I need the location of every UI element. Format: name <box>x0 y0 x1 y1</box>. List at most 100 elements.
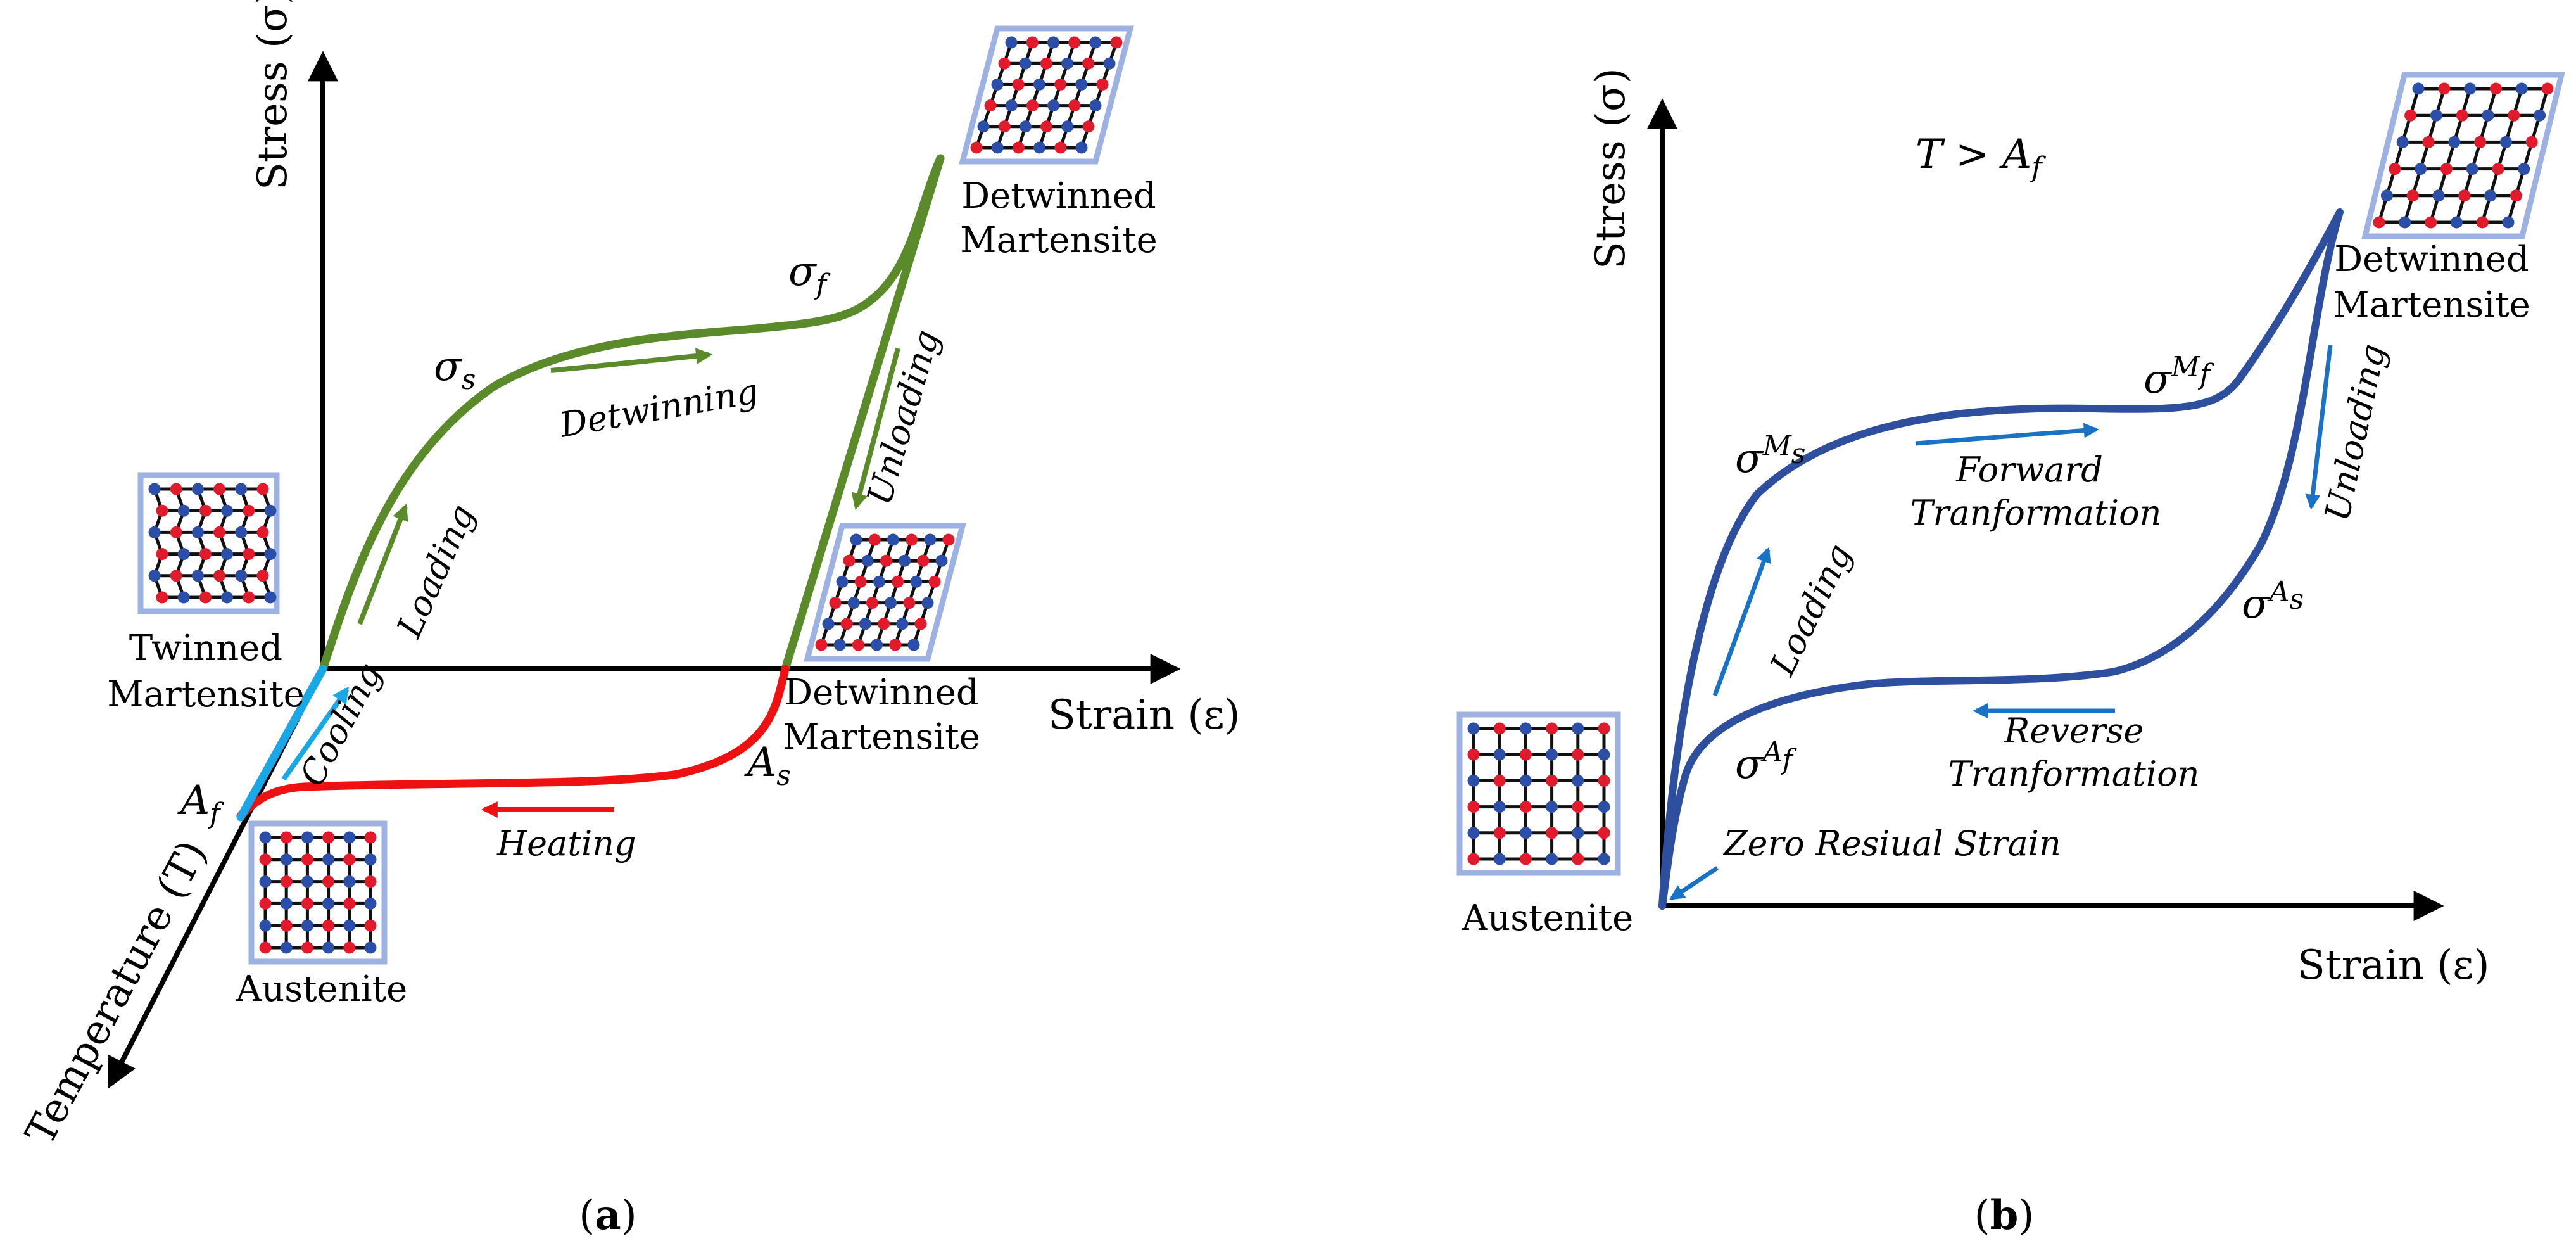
red-atom <box>1096 78 1109 91</box>
detwinned-martensite-crystal-top <box>959 25 1134 165</box>
sigma-s-label: σs <box>434 343 476 396</box>
red-atom <box>2389 163 2401 175</box>
blue-atom <box>1019 120 1032 133</box>
red-atom <box>322 875 335 888</box>
blue-atom <box>1519 722 1532 735</box>
red-atom <box>2458 189 2471 202</box>
red-atom <box>1054 141 1067 154</box>
detwinned-bottom-label-line2: Martensite <box>783 716 980 758</box>
red-atom <box>840 618 853 630</box>
cooling-label: Cooling <box>292 656 389 792</box>
red-atom <box>243 504 255 517</box>
red-atom <box>364 919 377 932</box>
red-atom <box>1467 853 1480 865</box>
red-atom <box>343 897 356 910</box>
blue-atom <box>1572 722 1584 735</box>
forward-label: Forward <box>1955 450 2103 490</box>
blue-atom <box>1546 801 1558 813</box>
red-atom <box>914 618 927 630</box>
red-atom <box>1054 78 1067 91</box>
blue-atom <box>264 591 277 604</box>
blue-atom <box>935 554 948 567</box>
blue-atom <box>191 526 204 538</box>
blue-atom <box>364 897 377 910</box>
red-atom <box>170 483 182 495</box>
red-atom <box>903 597 916 609</box>
blue-atom <box>1103 57 1116 70</box>
red-atom <box>998 57 1011 70</box>
blue-atom <box>221 591 234 604</box>
blue-atom <box>2380 189 2393 202</box>
red-atom <box>1040 57 1052 70</box>
red-atom <box>1598 774 1610 787</box>
blue-atom <box>833 639 846 651</box>
strain-axis-label: Strain (ε) <box>1048 692 1240 739</box>
blue-atom <box>322 853 335 866</box>
red-atom <box>256 483 269 495</box>
red-atom <box>301 853 313 866</box>
red-atom <box>892 575 904 588</box>
heating-label: Heating <box>496 824 636 863</box>
red-atom <box>1467 748 1480 761</box>
blue-atom <box>148 526 161 538</box>
detwinned-martensite-crystal-b <box>2361 72 2565 239</box>
red-atom <box>854 575 867 588</box>
sigma-Mf-label: σMf <box>2144 351 2214 403</box>
red-atom <box>170 570 182 582</box>
crystal-frame <box>804 523 966 662</box>
blue-atom <box>1546 748 1558 761</box>
unloading-label-a: Unloading <box>859 326 947 509</box>
austenite-crystal-a <box>248 820 388 965</box>
detwinning-label: Detwinning <box>556 371 761 445</box>
red-atom <box>1519 748 1532 761</box>
red-atom <box>998 120 1011 133</box>
red-atom <box>1598 722 1610 735</box>
blue-atom <box>991 78 1004 91</box>
blue-atom <box>2534 109 2546 122</box>
blue-atom <box>1061 57 1074 70</box>
red-atom <box>1068 36 1081 49</box>
red-atom <box>1026 99 1039 112</box>
red-atom <box>1012 141 1025 154</box>
detwinned-martensite-crystal-bottom <box>804 523 966 662</box>
blue-atom <box>2396 136 2409 148</box>
red-atom <box>1467 801 1480 813</box>
stress-axis-label-b: Stress (σ) <box>1588 68 1634 269</box>
blue-atom <box>836 575 849 588</box>
red-atom <box>156 591 168 604</box>
red-atom <box>2474 136 2487 148</box>
loading-label-b: Loading <box>1762 538 1860 682</box>
red-atom <box>156 504 168 517</box>
sigma-f-label: σf <box>788 248 831 301</box>
blue-atom <box>873 575 885 588</box>
A-f-label: Af <box>177 777 224 830</box>
blue-atom <box>364 941 377 954</box>
blue-atom <box>1519 774 1532 787</box>
blue-atom <box>2448 136 2461 148</box>
blue-atom <box>343 875 356 888</box>
blue-atom <box>2415 163 2427 175</box>
cooling-line <box>236 665 327 822</box>
red-atom <box>1519 801 1532 813</box>
blue-atom <box>1005 99 1018 112</box>
red-atom <box>343 853 356 866</box>
blue-atom <box>343 831 356 844</box>
red-atom <box>322 919 335 932</box>
blue-atom <box>301 875 313 888</box>
blue-atom <box>896 618 909 630</box>
blue-atom <box>1005 36 1018 49</box>
blue-atom <box>977 120 990 133</box>
red-atom <box>880 554 892 567</box>
loading-arrow-b <box>1712 547 1771 697</box>
red-atom <box>942 533 955 546</box>
zero-strain-arrow <box>1669 866 1719 900</box>
red-atom <box>1493 722 1506 735</box>
blue-atom <box>280 941 293 954</box>
red-atom <box>1493 774 1506 787</box>
condition-label: T > Af <box>1916 131 2046 184</box>
blue-atom <box>235 483 248 495</box>
red-atom <box>2510 189 2522 202</box>
red-atom <box>213 570 226 582</box>
red-atom <box>170 526 182 538</box>
